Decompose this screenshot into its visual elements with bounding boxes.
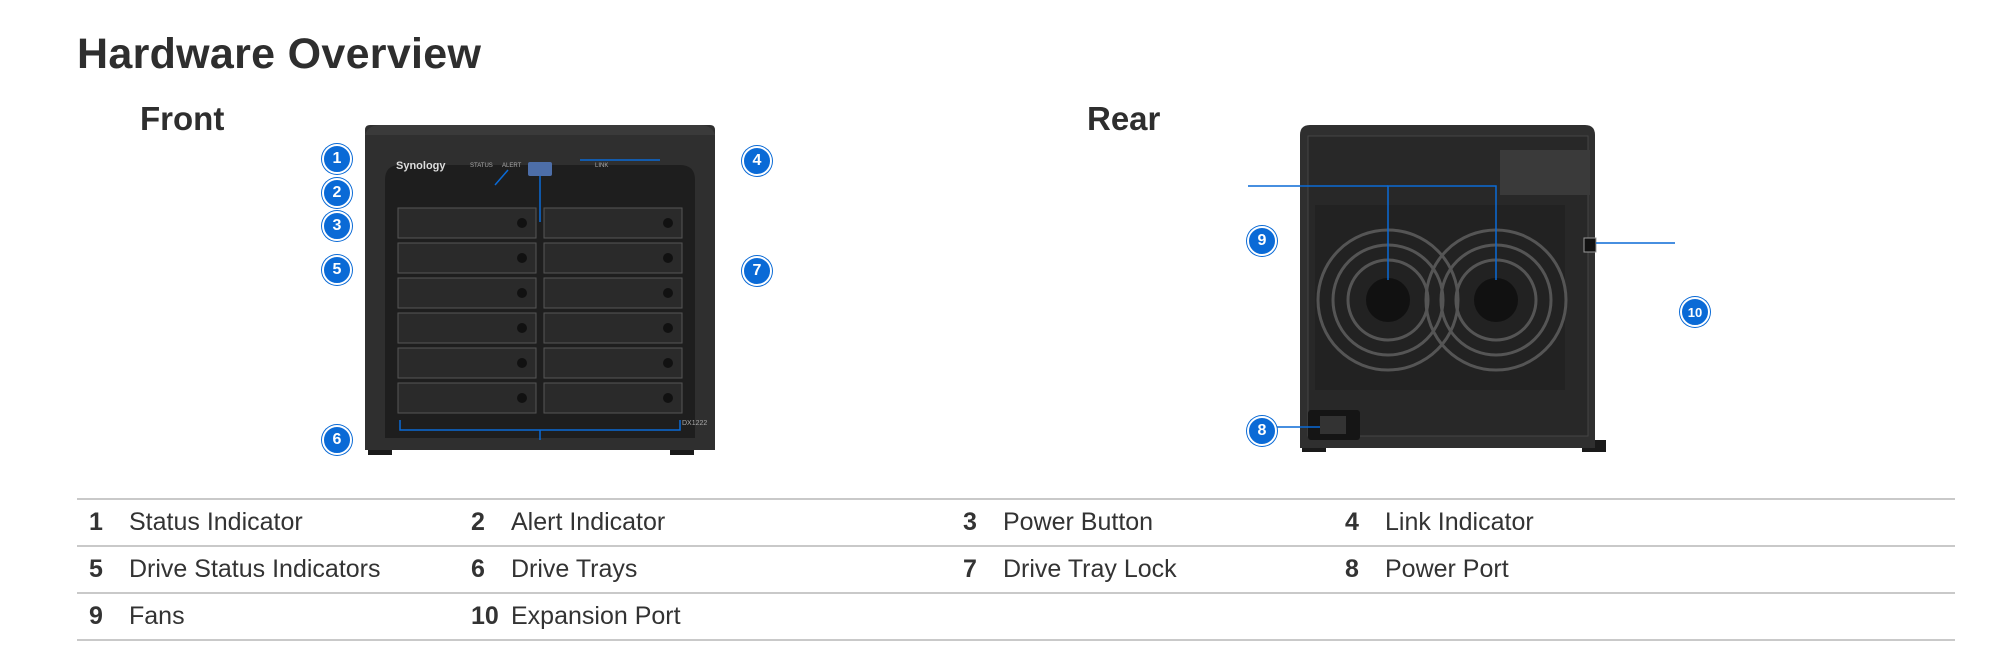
drive-trays	[397, 207, 683, 414]
callout-4: 4	[742, 146, 772, 176]
rear-label: Rear	[1087, 100, 1161, 137]
table-row: 5 Drive Status Indicators 6 Drive Trays …	[77, 545, 1955, 594]
legend-table: 1 Status Indicator 2 Alert Indicator 3 P…	[77, 498, 1955, 641]
legend-label: Fans	[129, 592, 459, 641]
brand-logo: Synology	[396, 160, 446, 172]
table-row: 9 Fans 10 Expansion Port	[77, 592, 1955, 641]
front-label: Front	[140, 100, 225, 137]
legend-number	[1333, 592, 1385, 641]
callout-1: 1	[322, 144, 352, 174]
callout-6: 6	[322, 425, 352, 455]
legend-number: 3	[951, 498, 1003, 547]
callout-3: 3	[322, 211, 352, 241]
legend-label: Power Button	[1003, 498, 1333, 547]
callout-2: 2	[322, 178, 352, 208]
legend-number: 1	[77, 498, 129, 547]
legend-label	[1003, 592, 1333, 641]
legend-label: Link Indicator	[1385, 498, 1955, 547]
callout-5: 5	[322, 255, 352, 285]
legend-label: Status Indicator	[129, 498, 459, 547]
legend-label: Alert Indicator	[511, 498, 951, 547]
status-indicator-label: STATUS	[470, 163, 493, 169]
table-row: 1 Status Indicator 2 Alert Indicator 3 P…	[77, 498, 1955, 547]
legend-number: 6	[459, 545, 511, 594]
link-indicator-label: LINK	[595, 163, 609, 169]
legend-number: 2	[459, 498, 511, 547]
callout-7: 7	[742, 256, 772, 286]
legend-label	[1385, 592, 1955, 641]
legend-number: 9	[77, 592, 129, 641]
model-label: DX1222	[682, 420, 708, 427]
legend-label: Drive Status Indicators	[129, 545, 459, 594]
legend-label: Drive Tray Lock	[1003, 545, 1333, 594]
rear-device-image	[1240, 120, 1680, 470]
legend-number: 10	[459, 592, 511, 641]
legend-number: 4	[1333, 498, 1385, 547]
callout-9: 9	[1247, 226, 1277, 256]
legend-number	[951, 592, 1003, 641]
legend-number: 7	[951, 545, 1003, 594]
page-title: Hardware Overview	[77, 30, 482, 78]
legend-label: Power Port	[1385, 545, 1955, 594]
alert-indicator-label: ALERT	[502, 163, 522, 169]
rear-chassis-graphic	[1248, 125, 1675, 452]
front-device-image: Synology STATUS ALERT LINK DX1222	[320, 120, 760, 470]
legend-number: 8	[1333, 545, 1385, 594]
callout-10: 10	[1680, 297, 1710, 327]
callout-8: 8	[1247, 416, 1277, 446]
legend-label: Expansion Port	[511, 592, 951, 641]
legend-label: Drive Trays	[511, 545, 951, 594]
legend-number: 5	[77, 545, 129, 594]
front-chassis-graphic	[365, 125, 715, 455]
